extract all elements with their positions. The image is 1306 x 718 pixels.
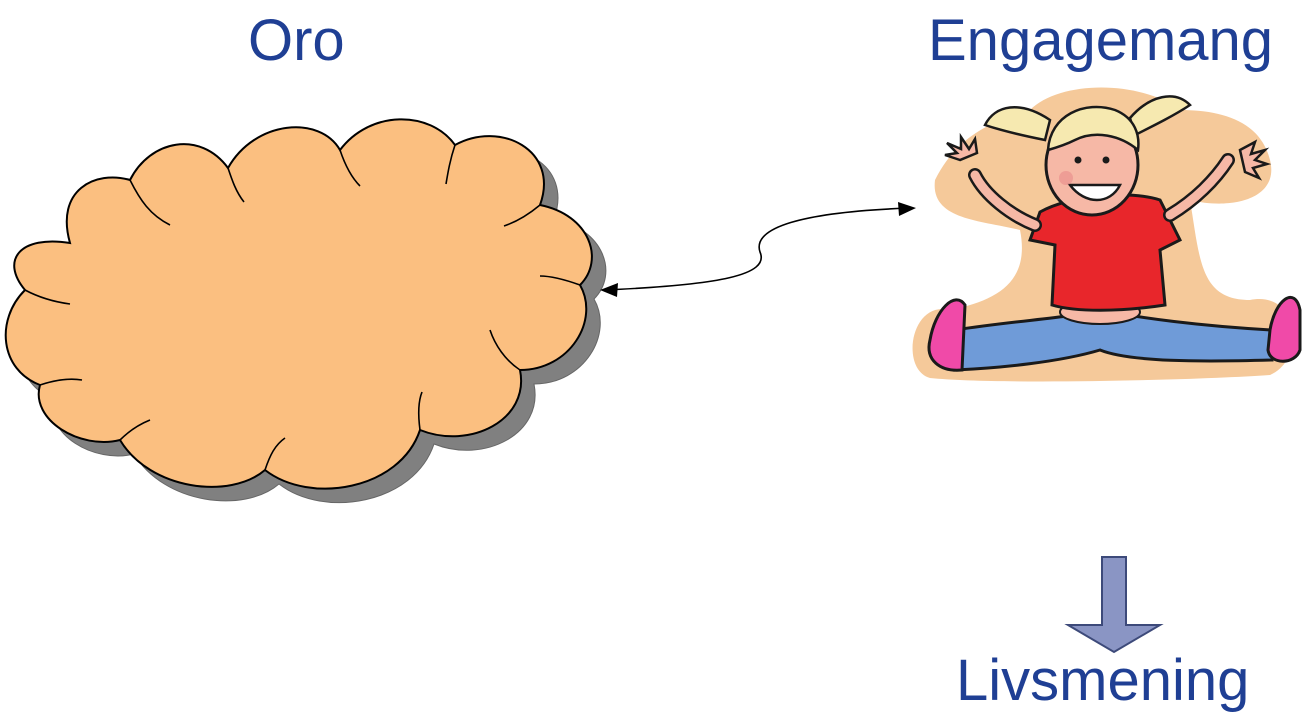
engagemang-label: Engagemang (928, 8, 1274, 73)
livsmening-label: Livsmening (956, 648, 1250, 713)
oro-label: Oro (248, 8, 345, 73)
